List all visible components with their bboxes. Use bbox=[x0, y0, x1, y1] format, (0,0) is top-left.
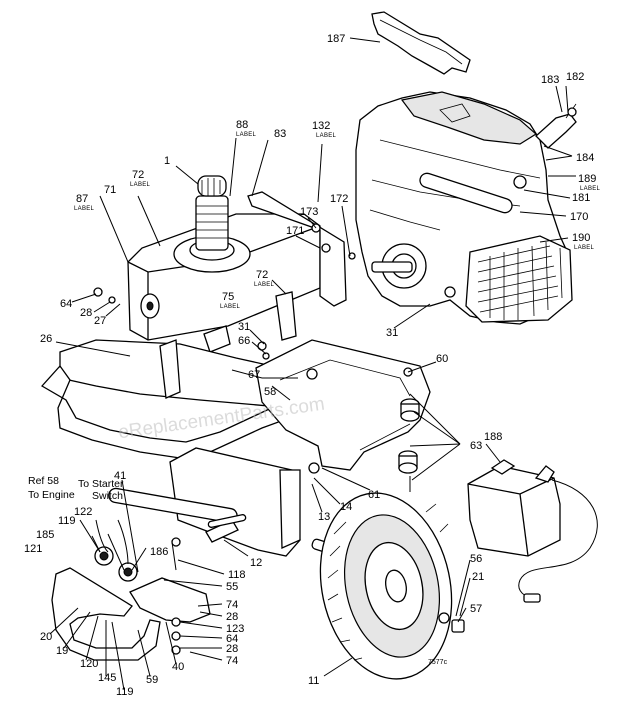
callout-118: 118 bbox=[228, 569, 246, 581]
callout-183: 183 bbox=[541, 74, 559, 86]
callout-60: 60 bbox=[436, 353, 448, 365]
callout-122: 122 bbox=[74, 506, 92, 518]
sublabel-88: LABEL bbox=[236, 132, 257, 138]
callout-31-tank: 31 bbox=[238, 321, 250, 333]
callout-66: 66 bbox=[238, 335, 250, 347]
sublabel-87: LABEL bbox=[74, 206, 95, 212]
callout-1: 1 bbox=[164, 155, 170, 167]
axle-chassis bbox=[108, 447, 339, 571]
sublabel-132: LABEL bbox=[316, 133, 337, 139]
callout-186: 186 bbox=[150, 546, 168, 558]
fuel-tank-83 bbox=[127, 175, 347, 353]
note-switch: Switch bbox=[92, 490, 123, 502]
callout-74-lower: 74 bbox=[226, 655, 238, 667]
callout-88: 88 bbox=[236, 119, 248, 131]
callout-171: 171 bbox=[286, 225, 304, 237]
callout-72-top: 72 bbox=[132, 169, 144, 181]
fuel-can-188 bbox=[467, 459, 598, 603]
hardware-fasteners bbox=[93, 223, 465, 655]
callout-189: 189 bbox=[578, 173, 596, 185]
callout-63: 63 bbox=[470, 440, 482, 452]
callout-121: 121 bbox=[24, 543, 42, 555]
engine-shroud-187 bbox=[371, 11, 471, 75]
callout-27: 27 bbox=[94, 315, 106, 327]
vibration-mounts-63 bbox=[398, 367, 420, 492]
callout-74-upper: 74 bbox=[226, 599, 238, 611]
callout-28-lower: 28 bbox=[226, 643, 238, 655]
callout-58: 58 bbox=[264, 386, 276, 398]
callout-119-lower: 119 bbox=[116, 686, 134, 698]
sublabel-190: LABEL bbox=[574, 245, 595, 251]
callout-87: 87 bbox=[76, 193, 88, 205]
callout-120: 120 bbox=[80, 658, 98, 670]
callout-145: 145 bbox=[98, 672, 116, 684]
mount-plate-61 bbox=[255, 339, 431, 471]
callout-21: 21 bbox=[472, 571, 484, 583]
callout-72-side: 72 bbox=[256, 269, 268, 281]
callout-labels: 187 182 183 184 189 LABEL 181 170 190 LA… bbox=[24, 33, 601, 698]
callout-83: 83 bbox=[274, 128, 286, 140]
callout-181: 181 bbox=[572, 192, 590, 204]
note-to-engine: To Engine bbox=[28, 489, 75, 501]
callout-28-upper: 28 bbox=[226, 611, 238, 623]
callout-182: 182 bbox=[566, 71, 584, 83]
wheel-11 bbox=[319, 492, 453, 680]
callout-71: 71 bbox=[104, 184, 116, 196]
callout-14: 14 bbox=[340, 501, 352, 513]
sublabel-75: LABEL bbox=[220, 304, 241, 310]
note-ref-58: Ref 58 bbox=[28, 475, 59, 487]
callout-19: 19 bbox=[56, 645, 68, 657]
callout-132: 132 bbox=[312, 120, 330, 132]
callout-185: 185 bbox=[36, 529, 54, 541]
callout-11: 11 bbox=[308, 675, 319, 687]
callout-41: 41 bbox=[114, 470, 126, 482]
callout-61: 61 bbox=[368, 489, 380, 501]
callout-13: 13 bbox=[318, 511, 330, 523]
drawing-code: 7577c bbox=[428, 659, 448, 666]
callout-187: 187 bbox=[327, 33, 345, 45]
sublabel-72-side: LABEL bbox=[254, 282, 275, 288]
callout-67: 67 bbox=[248, 369, 260, 381]
callout-64-tank: 64 bbox=[60, 298, 72, 310]
callout-190: 190 bbox=[572, 232, 590, 244]
callout-20: 20 bbox=[40, 631, 52, 643]
note-to-starter: To Starter bbox=[78, 478, 124, 490]
callout-123: 123 bbox=[226, 623, 244, 635]
callout-40: 40 bbox=[172, 661, 184, 673]
callout-75: 75 bbox=[222, 291, 234, 303]
switch-bracket-40 bbox=[51, 519, 211, 661]
callout-170: 170 bbox=[570, 211, 588, 223]
engine-assembly bbox=[355, 91, 573, 325]
callout-55: 55 bbox=[226, 581, 238, 593]
frame-handle-26 bbox=[40, 339, 301, 459]
callout-64-lower: 64 bbox=[226, 633, 238, 645]
callout-119-upper: 119 bbox=[58, 515, 76, 527]
callout-184: 184 bbox=[576, 152, 594, 164]
callout-56: 56 bbox=[470, 553, 482, 565]
callout-59: 59 bbox=[146, 674, 158, 686]
callout-188: 188 bbox=[484, 431, 502, 443]
callout-26: 26 bbox=[40, 333, 52, 345]
fuel-line-fitting bbox=[535, 103, 577, 149]
callout-31-engine: 31 bbox=[386, 327, 398, 339]
callout-173: 173 bbox=[300, 206, 318, 218]
callout-57: 57 bbox=[470, 603, 482, 615]
leader-lines bbox=[49, 37, 576, 691]
sublabel-189: LABEL bbox=[580, 186, 601, 192]
sublabel-72-top: LABEL bbox=[130, 182, 151, 188]
callout-12: 12 bbox=[250, 557, 262, 569]
callout-172: 172 bbox=[330, 193, 348, 205]
callout-28-tank: 28 bbox=[80, 307, 92, 319]
